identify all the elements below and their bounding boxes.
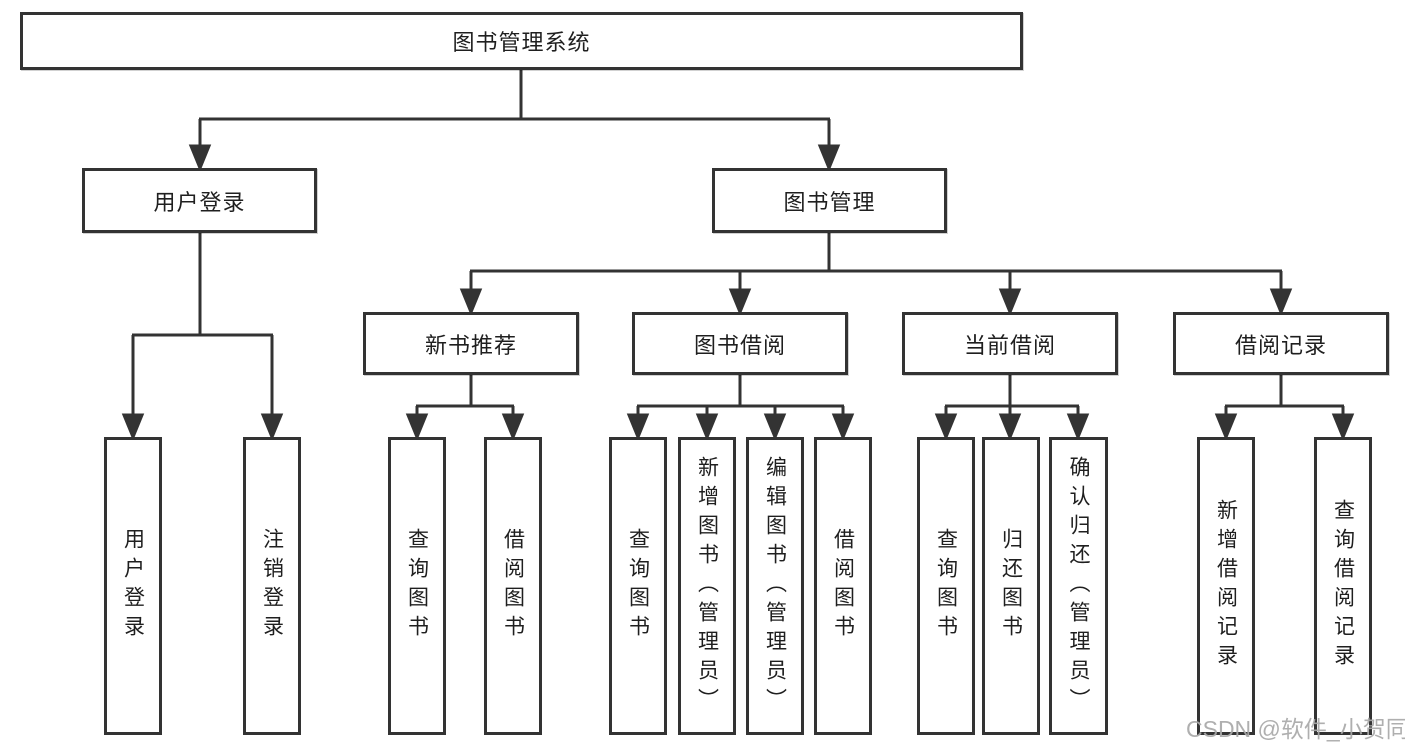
arrow-down-icon xyxy=(459,288,483,316)
leaf-cb-return-books-label: 归还图书 xyxy=(999,528,1024,644)
arrow-down-icon xyxy=(1066,413,1090,441)
leaf-cb-query-books-label: 查询图书 xyxy=(934,528,959,644)
arrow-down-icon xyxy=(1269,288,1293,316)
connector-book-borrow-to-leaves xyxy=(626,375,855,441)
leaf-bb-edit-books-label: 编辑图书（管理员） xyxy=(763,455,788,717)
node-book-borrowing: 图书借阅 xyxy=(632,312,848,375)
node-root: 图书管理系统 xyxy=(20,12,1023,70)
arrow-down-icon xyxy=(1331,413,1355,441)
leaf-bb-edit-books: 编辑图书（管理员） xyxy=(746,437,804,735)
node-new-book-recommend: 新书推荐 xyxy=(363,312,579,375)
leaf-nb-borrow-books: 借阅图书 xyxy=(484,437,542,735)
arrow-down-icon xyxy=(817,144,841,172)
leaf-bb-add-books: 新增图书（管理员） xyxy=(678,437,736,735)
leaf-nb-query-books-label: 查询图书 xyxy=(405,528,430,644)
connector-current-borrow-to-leaves xyxy=(934,375,1090,441)
arrow-down-icon xyxy=(626,413,650,441)
connector-user-login-to-leaves xyxy=(121,233,284,441)
leaf-br-query-record-label: 查询借阅记录 xyxy=(1331,499,1356,673)
arrow-down-icon xyxy=(728,288,752,316)
arrow-down-icon xyxy=(998,288,1022,316)
leaf-bb-add-books-label: 新增图书（管理员） xyxy=(695,455,720,717)
arrow-down-icon xyxy=(831,413,855,441)
leaf-bb-borrow-books-label: 借阅图书 xyxy=(831,528,856,644)
leaf-logout-label: 注销登录 xyxy=(260,528,285,644)
arrow-down-icon xyxy=(998,413,1022,441)
leaf-bb-query-books-label: 查询图书 xyxy=(626,528,651,644)
arrow-down-icon xyxy=(121,413,145,441)
node-borrowing-records: 借阅记录 xyxy=(1173,312,1389,375)
connector-borrow-records-to-leaves xyxy=(1214,375,1355,441)
node-book-management: 图书管理 xyxy=(712,168,947,233)
leaf-logout: 注销登录 xyxy=(243,437,301,735)
connector-new-books-to-leaves xyxy=(405,375,525,441)
leaf-cb-confirm-return-label: 确认归还（管理员） xyxy=(1067,455,1091,717)
leaf-bb-borrow-books: 借阅图书 xyxy=(814,437,872,735)
leaf-br-query-record: 查询借阅记录 xyxy=(1314,437,1372,735)
leaf-bb-query-books: 查询图书 xyxy=(609,437,667,735)
node-current-borrowing: 当前借阅 xyxy=(902,312,1118,375)
arrow-down-icon xyxy=(501,413,525,441)
arrow-down-icon xyxy=(1214,413,1238,441)
leaf-cb-return-books: 归还图书 xyxy=(982,437,1040,735)
leaf-nb-query-books: 查询图书 xyxy=(388,437,446,735)
connector-root-to-level2 xyxy=(188,70,841,172)
leaf-user-login-label: 用户登录 xyxy=(121,528,146,644)
arrow-down-icon xyxy=(260,413,284,441)
leaf-user-login: 用户登录 xyxy=(104,437,162,735)
connector-book-mgmt-to-level3 xyxy=(459,233,1293,316)
arrow-down-icon xyxy=(405,413,429,441)
arrow-down-icon xyxy=(695,413,719,441)
leaf-cb-query-books: 查询图书 xyxy=(917,437,975,735)
leaf-br-add-record-label: 新增借阅记录 xyxy=(1214,499,1239,673)
csdn-watermark: CSDN @软件_小贺同学 xyxy=(1186,716,1405,742)
leaf-br-add-record: 新增借阅记录 xyxy=(1197,437,1255,735)
arrow-down-icon xyxy=(763,413,787,441)
leaf-cb-confirm-return: 确认归还（管理员） xyxy=(1049,437,1108,735)
node-user-login: 用户登录 xyxy=(82,168,317,233)
arrow-down-icon xyxy=(188,144,212,172)
arrow-down-icon xyxy=(934,413,958,441)
leaf-nb-borrow-books-label: 借阅图书 xyxy=(501,528,526,644)
